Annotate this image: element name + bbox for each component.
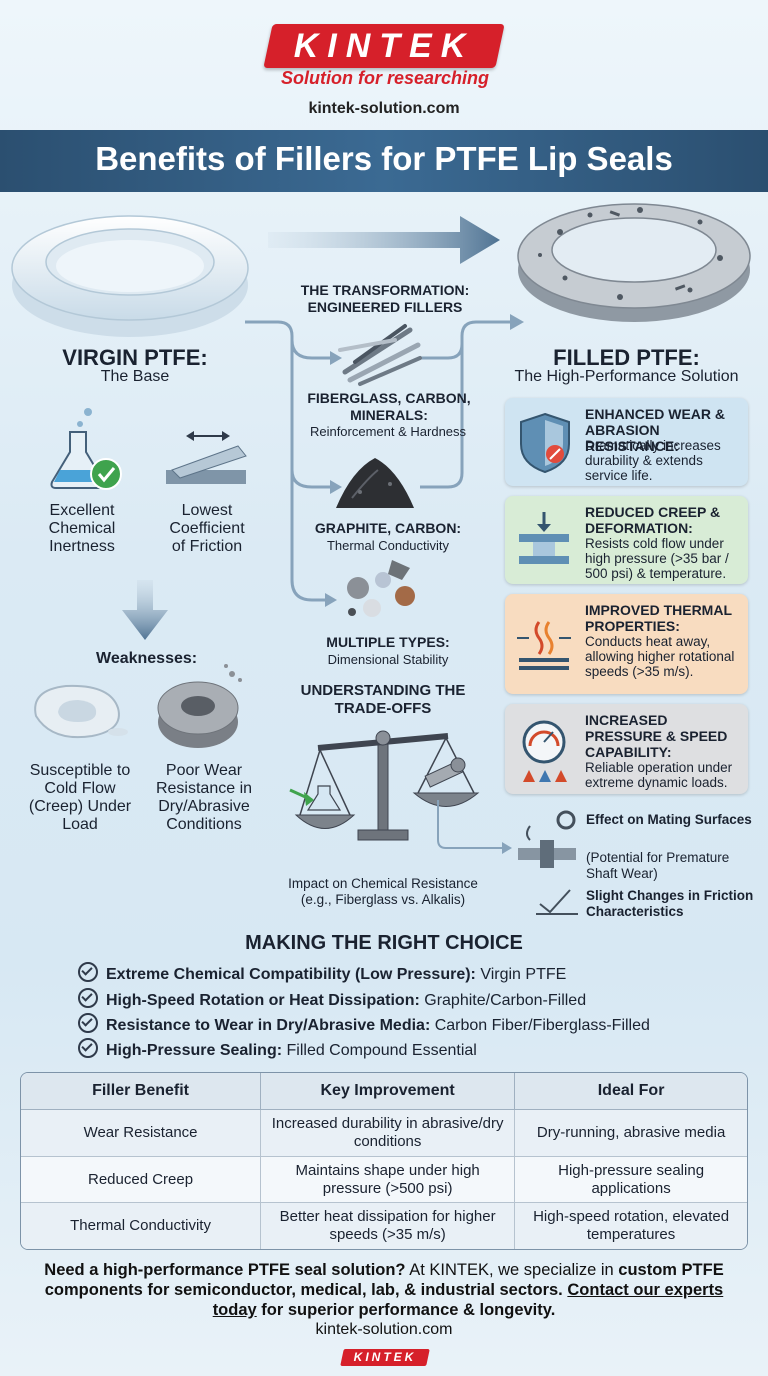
benefit-wear-desc: Dramatically increases durability & exte…: [585, 438, 721, 483]
filled-subheading: The High-Performance Solution: [514, 368, 739, 385]
transformation-arrow: [268, 216, 500, 264]
tagline: Solution for researching: [280, 68, 490, 88]
tradeoff-caption-sub: (e.g., Fiberglass vs. Alkalis): [300, 892, 466, 907]
table-header: Ideal For: [514, 1073, 747, 1110]
check-circle-icon: [78, 988, 98, 1008]
benefit-thermal-title: IMPROVED THERMAL PROPERTIES:: [585, 602, 732, 634]
weakness-cold-flow: Susceptible to Cold Flow (Creep) Under L…: [28, 762, 132, 833]
contact-link[interactable]: Contact our experts today: [212, 1281, 724, 1319]
side-mating-title: Effect on Mating Surfaces: [586, 812, 752, 827]
graphite-powder-icon: [336, 458, 414, 508]
choice-item-2: High-Speed Rotation or Heat Dissipation:…: [78, 988, 586, 1011]
table-cell: High-pressure sealing applications: [514, 1156, 747, 1204]
heat-icon: [517, 621, 571, 670]
benefit-creep-title: REDUCED CREEP & DEFORMATION:: [585, 504, 721, 536]
table-row: Reduced Creep Maintains shape under high…: [21, 1156, 747, 1204]
side-mating-desc: (Potential for Premature Shaft Wear): [586, 850, 730, 881]
footer-cta: Need a high-performance PTFE seal soluti…: [44, 1261, 724, 1319]
table-cell: Reduced Creep: [21, 1156, 262, 1204]
filler-connectors: [245, 320, 512, 602]
press-icon: [519, 512, 569, 564]
table-cell: High-speed rotation, elevated temperatur…: [514, 1202, 747, 1249]
filler-1-name: FIBERGLASS, CARBON, MINERALS:: [307, 390, 471, 423]
check-circle-icon: [78, 1013, 98, 1033]
filled-ptfe-ring-icon: [517, 203, 751, 322]
side-friction-title: Slight Changes in Friction Characteristi…: [586, 888, 754, 919]
gauge-icon: [522, 720, 567, 782]
filler-3-name: MULTIPLE TYPES:: [326, 634, 450, 650]
check-circle-icon: [78, 1038, 98, 1058]
fiber-rods-icon: [338, 324, 422, 386]
benefit-card-wear: ENHANCED WEAR & ABRASION RESISTANCE: Dra…: [505, 398, 748, 486]
table-cell: Better heat dissipation for higher speed…: [260, 1202, 516, 1249]
tradeoff-caption: Impact on Chemical Resistance: [288, 876, 478, 891]
benefit-creep-desc: Resists cold flow under high pressure (>…: [585, 536, 729, 581]
weaknesses-heading: Weaknesses:: [96, 650, 198, 667]
sliding-plate-icon: [166, 431, 247, 484]
weakness-poor-wear: Poor Wear Resistance in Dry/Abrasive Con…: [155, 762, 253, 833]
filled-heading: FILLED PTFE:: [553, 345, 700, 370]
virgin-heading: VIRGIN PTFE:: [62, 345, 208, 370]
table-row: Thermal Conductivity Better heat dissipa…: [21, 1202, 747, 1249]
filler-1-desc: Reinforcement & Hardness: [309, 424, 467, 439]
table-cell: Dry-running, abrasive media: [514, 1109, 747, 1157]
shield-icon: [520, 412, 570, 474]
prop-low-friction: Lowest Coefficient of Friction: [169, 502, 245, 555]
table-header-row: Filler Benefit Key Improvement Ideal For: [21, 1073, 747, 1110]
benefit-wear-title: ENHANCED WEAR & ABRASION RESISTANCE:: [585, 406, 725, 454]
transformation-heading: THE TRANSFORMATION: ENGINEERED FILLERS: [300, 282, 470, 315]
filler-2-desc: Thermal Conductivity: [326, 538, 450, 553]
benefit-pressure-title: INCREASED PRESSURE & SPEED CAPABILITY:: [585, 712, 728, 760]
prop-chemical-inertness: Excellent Chemical Inertness: [48, 502, 116, 555]
down-arrow: [122, 580, 168, 640]
table-header: Key Improvement: [260, 1073, 516, 1110]
table-cell: Increased durability in abrasive/dry con…: [260, 1109, 516, 1157]
footer-website[interactable]: kintek-solution.com: [315, 1321, 453, 1338]
filler-2-name: GRAPHITE, CARBON:: [314, 520, 462, 536]
title-banner: [0, 130, 768, 192]
website-link[interactable]: kintek-solution.com: [308, 100, 460, 117]
benefit-pressure-desc: Reliable operation under extreme dynamic…: [585, 760, 733, 790]
footer-logo-text: KINTEK: [353, 1350, 417, 1364]
choice-item-3: Resistance to Wear in Dry/Abrasive Media…: [78, 1013, 650, 1036]
balance-scale-icon: [294, 730, 480, 841]
choice-item-1: Extreme Chemical Compatibility (Low Pres…: [78, 962, 566, 985]
table-cell: Thermal Conductivity: [21, 1202, 262, 1249]
deformed-ring-icon: [34, 684, 128, 739]
tradeoffs-heading: UNDERSTANDING THE TRADE-OFFS: [300, 682, 466, 717]
benefit-card-creep: REDUCED CREEP & DEFORMATION: Resists col…: [505, 496, 748, 584]
mineral-pebbles-icon: [347, 560, 415, 617]
benefit-card-pressure: INCREASED PRESSURE & SPEED CAPABILITY: R…: [505, 704, 748, 794]
virgin-subheading: The Base: [100, 368, 170, 385]
flask-check-icon: [50, 408, 122, 490]
table-cell: Maintains shape under high pressure (>50…: [260, 1156, 516, 1204]
table-cell: Wear Resistance: [21, 1109, 262, 1157]
check-circle-icon: [78, 962, 98, 982]
worn-ring-icon: [157, 664, 242, 748]
friction-check-icon: [536, 889, 578, 915]
choice-item-4: High-Pressure Sealing: Filled Compound E…: [78, 1038, 477, 1061]
choice-heading: MAKING THE RIGHT CHOICE: [245, 932, 523, 954]
shaft-gear-icon: [518, 810, 576, 868]
page-title: Benefits of Fillers for PTFE Lip Seals: [95, 140, 673, 177]
table-header: Filler Benefit: [21, 1073, 262, 1110]
logo-text: KINTEK: [293, 27, 475, 65]
benefit-card-thermal: IMPROVED THERMAL PROPERTIES: Conducts he…: [505, 594, 748, 694]
comparison-table: Filler Benefit Key Improvement Ideal For…: [20, 1072, 748, 1250]
filler-3-desc: Dimensional Stability: [327, 652, 449, 667]
table-row: Wear Resistance Increased durability in …: [21, 1109, 747, 1157]
virgin-ptfe-ring-icon: [11, 215, 249, 337]
benefit-thermal-desc: Conducts heat away, allowing higher rota…: [585, 634, 735, 679]
